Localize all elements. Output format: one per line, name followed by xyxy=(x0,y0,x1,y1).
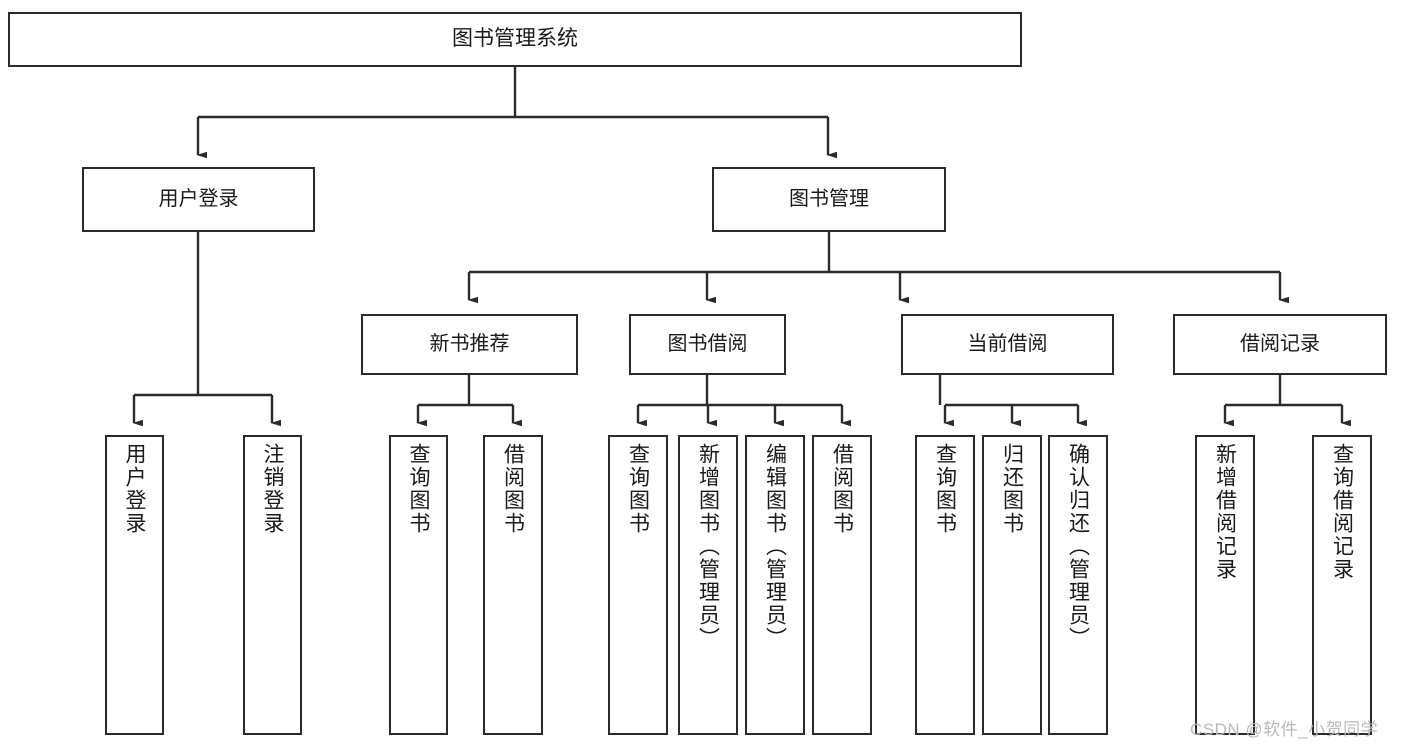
node-new-book-rec-label: 新书推荐 xyxy=(429,332,510,355)
leaf-add-record-label: 新增借阅记录 xyxy=(1213,443,1237,581)
leaf-query-book-1[interactable]: 查询图书 xyxy=(389,435,448,735)
node-book-borrow[interactable]: 图书借阅 xyxy=(629,314,786,375)
node-user-login-label: 用户登录 xyxy=(158,187,239,210)
csdn-watermark: CSDN @软件_小贺同学 xyxy=(1190,720,1379,739)
node-borrow-record-label: 借阅记录 xyxy=(1240,332,1320,355)
leaf-confirm-return[interactable]: 确认归还（管理员） xyxy=(1048,435,1108,735)
node-current-borrow[interactable]: 当前借阅 xyxy=(901,314,1114,375)
node-book-borrow-label: 图书借阅 xyxy=(667,332,748,355)
leaf-user-login-label: 用户登录 xyxy=(123,443,146,535)
leaf-query-book-3[interactable]: 查询图书 xyxy=(915,435,975,735)
leaf-return-book[interactable]: 归还图书 xyxy=(982,435,1042,735)
leaf-add-record[interactable]: 新增借阅记录 xyxy=(1195,435,1255,735)
node-borrow-record[interactable]: 借阅记录 xyxy=(1173,314,1387,375)
node-book-manage-label: 图书管理 xyxy=(789,187,869,210)
leaf-confirm-return-label: 确认归还（管理员） xyxy=(1066,443,1090,650)
leaf-query-book-2-label: 查询图书 xyxy=(626,443,650,535)
node-book-manage[interactable]: 图书管理 xyxy=(712,167,946,232)
node-root-label: 图书管理系统 xyxy=(452,27,578,51)
node-root[interactable]: 图书管理系统 xyxy=(8,12,1022,67)
leaf-borrow-book-1-label: 借阅图书 xyxy=(501,443,525,535)
leaf-query-book-3-label: 查询图书 xyxy=(933,443,957,535)
leaf-user-login[interactable]: 用户登录 xyxy=(105,435,164,735)
leaf-query-record-label: 查询借阅记录 xyxy=(1330,443,1354,581)
leaf-add-book[interactable]: 新增图书（管理员） xyxy=(678,435,738,735)
leaf-return-book-label: 归还图书 xyxy=(1000,443,1024,535)
leaf-query-book-1-label: 查询图书 xyxy=(407,443,430,535)
leaf-add-book-label: 新增图书（管理员） xyxy=(696,443,720,650)
leaf-edit-book[interactable]: 编辑图书（管理员） xyxy=(745,435,805,735)
leaf-user-logout[interactable]: 注销登录 xyxy=(243,435,302,735)
leaf-query-book-2[interactable]: 查询图书 xyxy=(608,435,668,735)
node-new-book-rec[interactable]: 新书推荐 xyxy=(361,314,578,375)
leaf-query-record[interactable]: 查询借阅记录 xyxy=(1312,435,1372,735)
leaf-edit-book-label: 编辑图书（管理员） xyxy=(763,443,787,650)
leaf-borrow-book-2-label: 借阅图书 xyxy=(830,443,854,535)
leaf-borrow-book-2[interactable]: 借阅图书 xyxy=(812,435,872,735)
node-user-login[interactable]: 用户登录 xyxy=(82,167,315,232)
node-current-borrow-label: 当前借阅 xyxy=(967,332,1048,355)
leaf-borrow-book-1[interactable]: 借阅图书 xyxy=(483,435,543,735)
leaf-user-logout-label: 注销登录 xyxy=(261,443,284,535)
